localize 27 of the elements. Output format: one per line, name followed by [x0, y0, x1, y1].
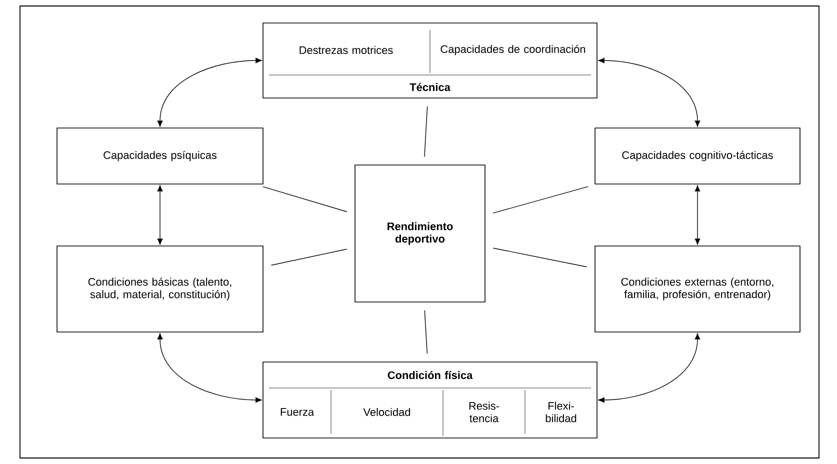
cell-text: Resis- tencia [469, 402, 500, 422]
heading-text: Técnica [410, 82, 450, 92]
cell-text: Flexi- bilidad [546, 402, 576, 422]
connector-line [492, 248, 588, 268]
connector-line [492, 186, 589, 214]
cell-text: Fuerza [280, 408, 314, 416]
arrow [157, 185, 163, 245]
cell-text: Capacidades de coordinación [440, 44, 586, 56]
arrow [694, 185, 700, 245]
connector-line [424, 106, 428, 157]
arrow [598, 58, 700, 127]
arrow [157, 58, 262, 127]
fitness-table [262, 362, 598, 438]
text-box: Condiciones externas (entorno, familia, profesión, entrenador) [594, 246, 800, 332]
text-box: Condiciones básicas (talento, salud, material, constitución) [56, 246, 264, 332]
connector-line [270, 248, 348, 266]
cell-text: Destrezas motrices [300, 46, 393, 54]
connector-line [262, 186, 348, 212]
arrow [157, 333, 262, 403]
heading-text: Condición física [388, 370, 473, 380]
cell-text: Velocidad [363, 408, 410, 416]
arrow [598, 333, 700, 403]
connector-line [424, 310, 428, 354]
center-box: Rendimiento deportivo [354, 164, 486, 302]
text-box: Capacidades psíquicas [56, 128, 264, 184]
technique-table [262, 22, 598, 98]
text-box: Capacidades cognitivo-tácticas [594, 128, 800, 184]
